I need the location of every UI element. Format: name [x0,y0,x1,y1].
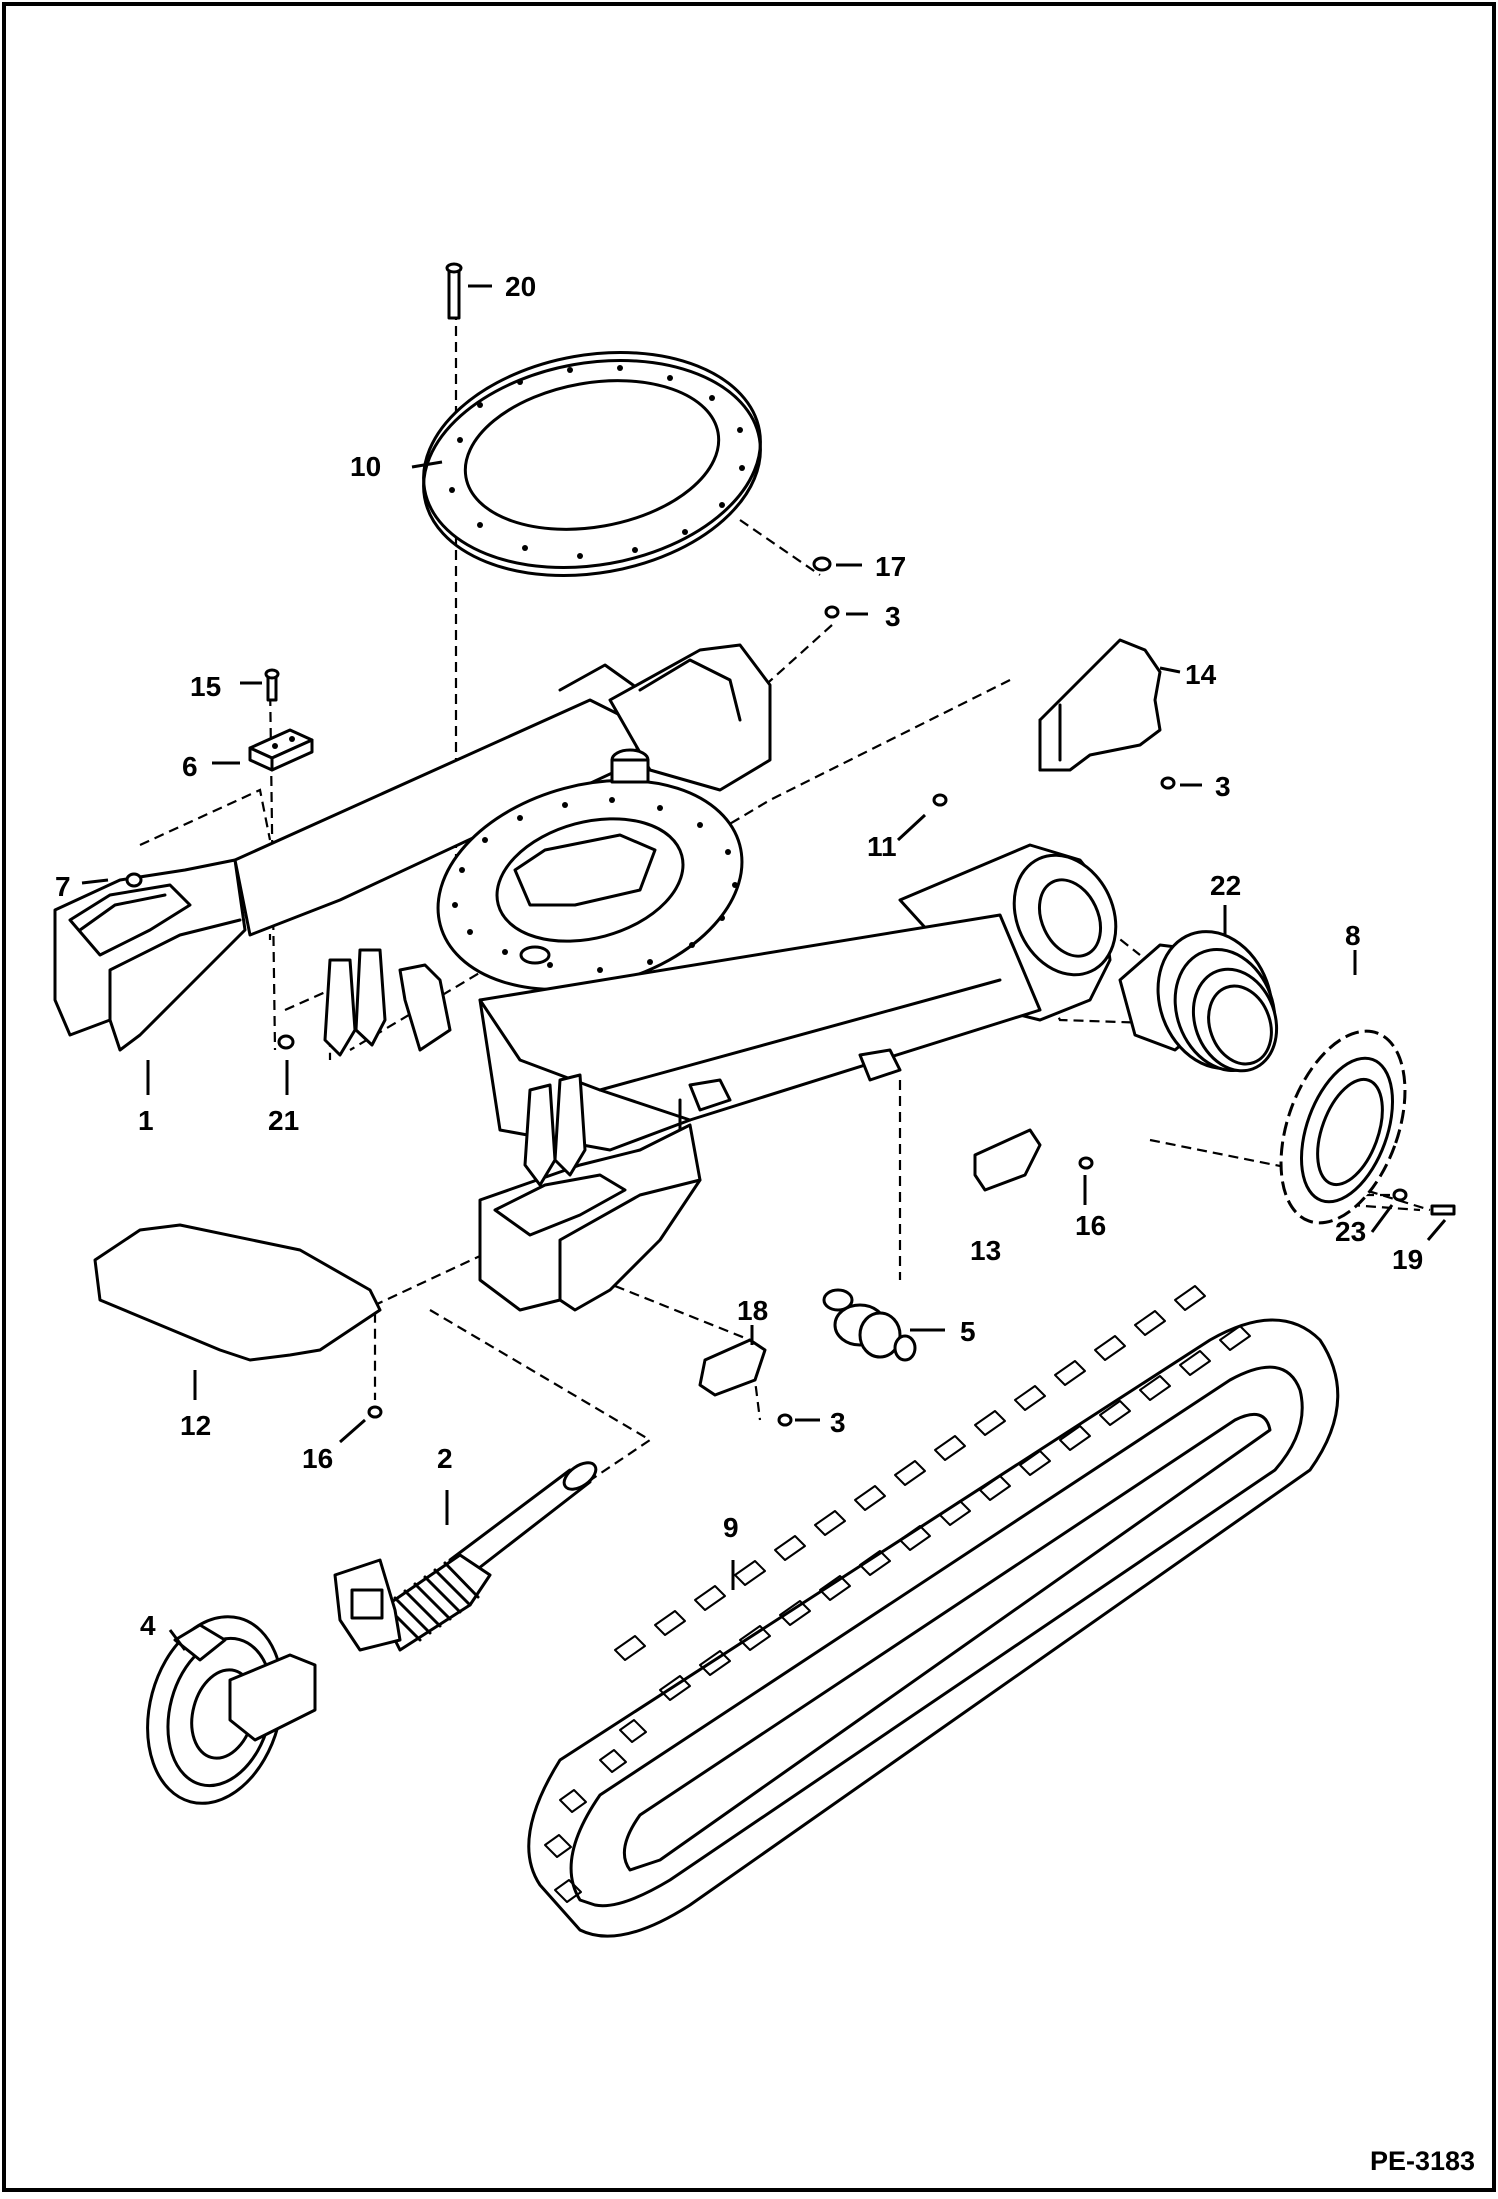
part-17-nut [812,556,832,572]
callout-14: 14 [1185,659,1217,690]
part-labels: 20 10 17 3 14 15 6 3 7 11 22 8 1 21 13 1… [55,271,1423,1641]
part-11-bolt [932,793,948,807]
part-1-undercarriage-frame [53,643,1118,1312]
leader-lines [81,284,1447,1651]
callout-1: 1 [138,1105,154,1136]
callout-3-right: 3 [1215,771,1231,802]
part-12-belly-plate [93,1223,382,1362]
part-16-nut-right [1078,1156,1094,1170]
part-20-bolt [445,262,463,320]
part-21-nut [277,1034,295,1050]
callout-10: 10 [350,451,381,482]
callout-8: 8 [1345,920,1361,951]
callout-4: 4 [140,1610,156,1641]
part-14-cover [1038,638,1162,772]
part-8-sprocket [1279,1029,1407,1225]
document-code: PE-3183 [1370,2146,1475,2176]
callout-3-top: 3 [885,601,901,632]
part-9-rubber-track [527,1285,1340,1938]
part-16-nut-lower [367,1405,383,1419]
callout-13: 13 [970,1235,1001,1266]
callout-7: 7 [55,871,71,902]
callout-20: 20 [505,271,536,302]
callout-6: 6 [182,751,198,782]
callout-15: 15 [190,671,221,702]
part-3-bolt-top [824,605,840,619]
part-22-travel-motor [1118,930,1279,1073]
part-6-block [248,728,314,772]
part-2-track-adjuster [333,1461,598,1652]
callout-16-right: 16 [1075,1210,1106,1241]
callout-17: 17 [875,551,906,582]
part-3-bolt-right [1160,776,1176,790]
callout-23: 23 [1335,1216,1366,1247]
callout-22: 22 [1210,870,1241,901]
callout-12: 12 [180,1410,211,1441]
part-3-bolt-lower [777,1413,793,1427]
part-13-plate [973,1128,1042,1192]
callout-2: 2 [437,1443,453,1474]
part-10-swing-bearing [422,350,762,578]
callout-21: 21 [268,1105,299,1136]
callout-19: 19 [1392,1244,1423,1275]
callout-16-lower: 16 [302,1443,333,1474]
part-15-bolt [264,668,280,702]
part-4-idler [146,1615,317,1805]
callout-9: 9 [723,1512,739,1543]
part-18-plate [698,1338,767,1397]
part-7-nut [125,872,143,888]
callout-11: 11 [867,831,897,862]
part-23-washer [1392,1188,1408,1202]
callout-3-lower: 3 [830,1407,846,1438]
callout-18: 18 [737,1295,768,1326]
callout-5: 5 [960,1316,976,1347]
part-19-bolt [1430,1204,1456,1216]
part-5-track-roller [822,1288,917,1362]
